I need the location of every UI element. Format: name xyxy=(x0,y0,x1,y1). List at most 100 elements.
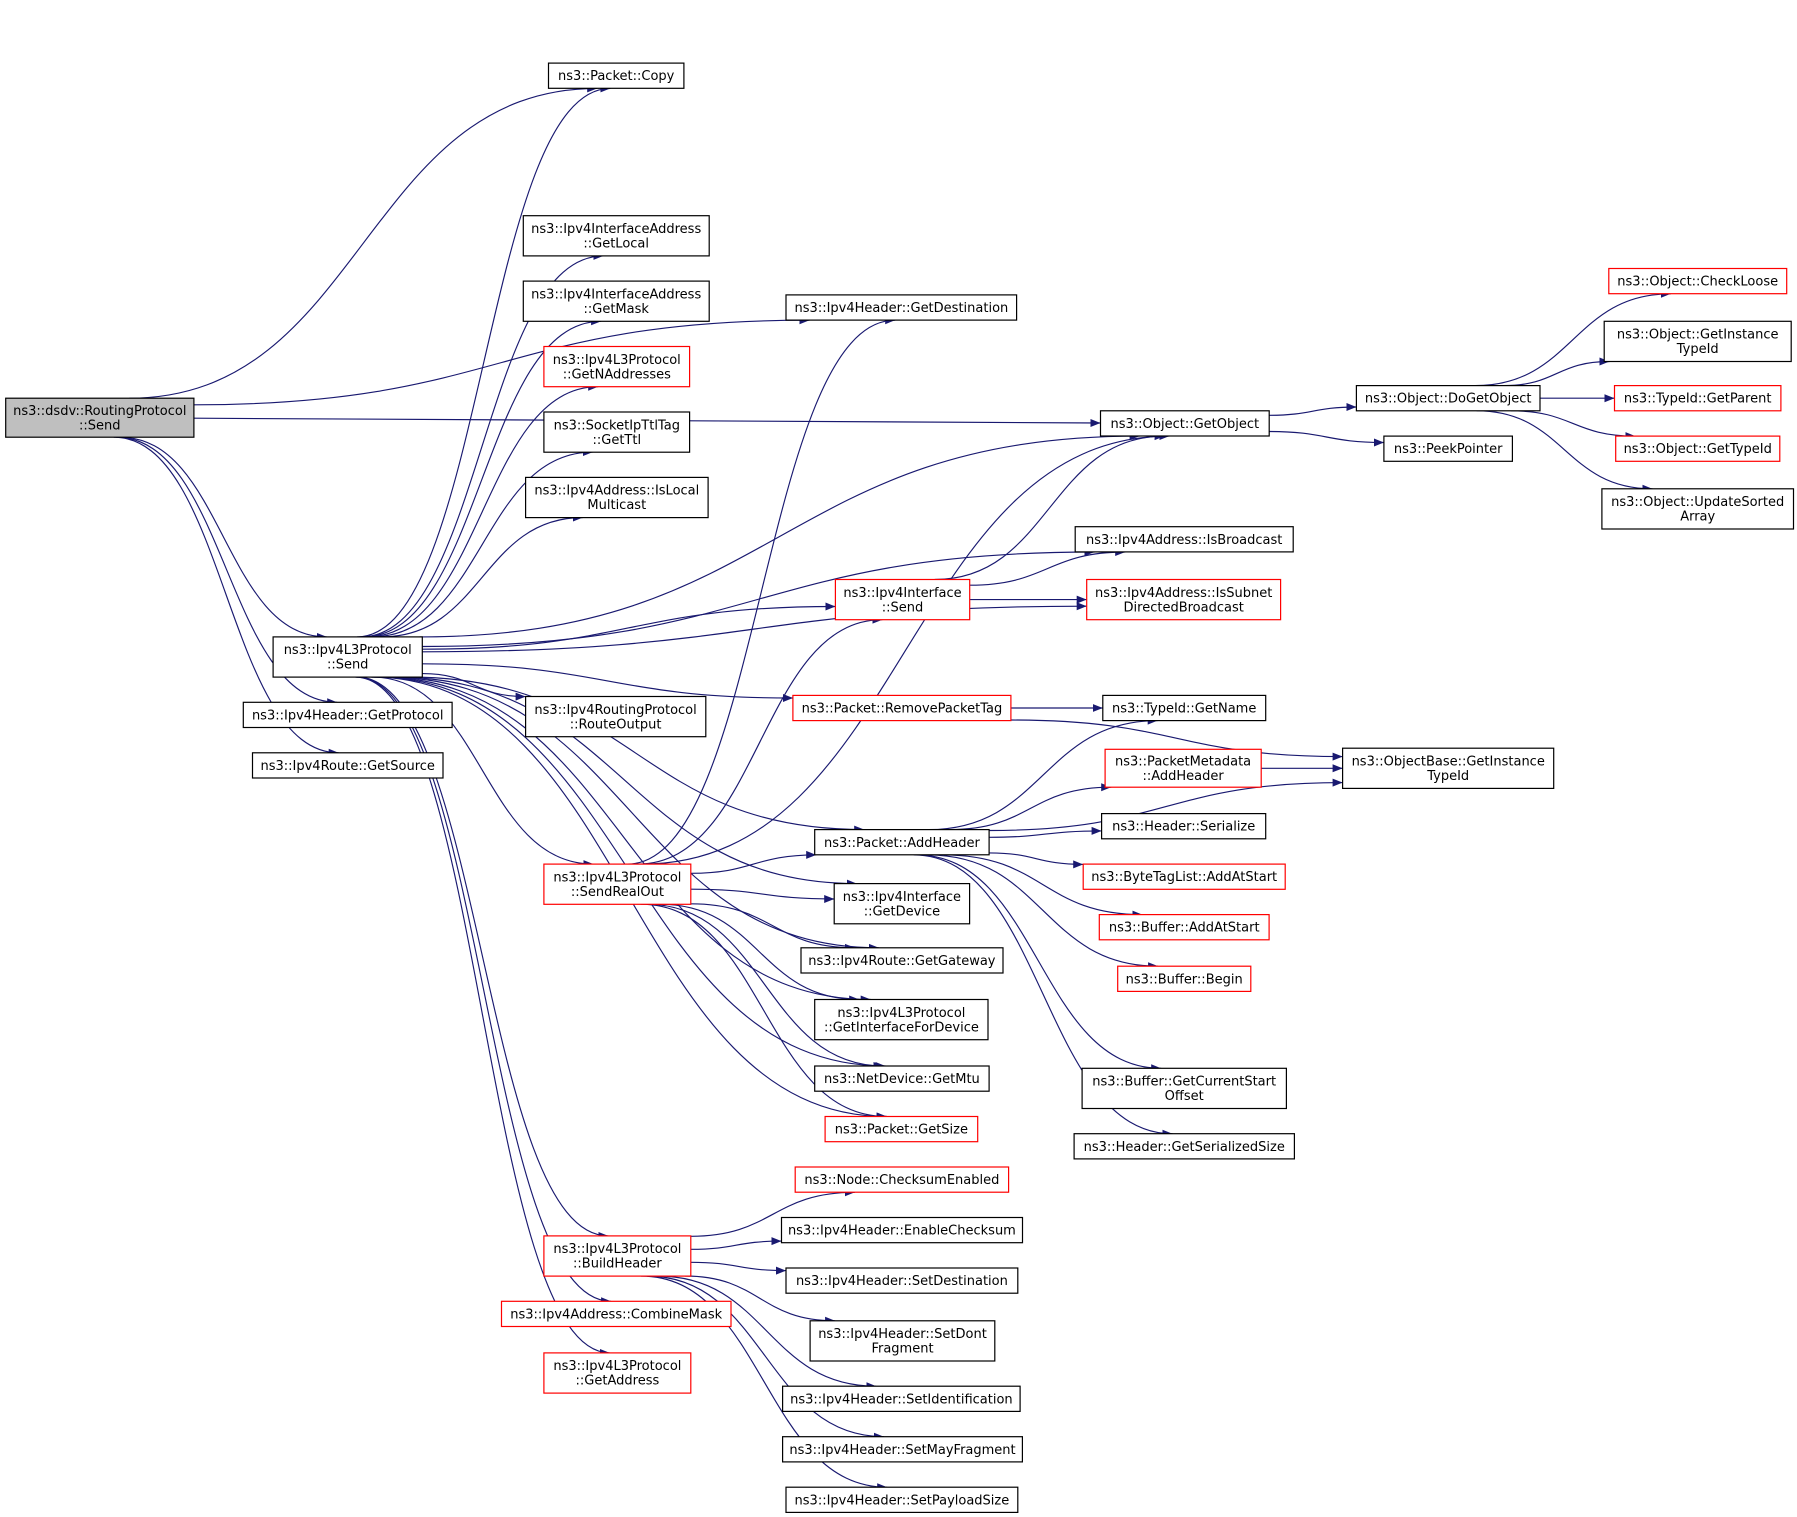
node-issubnet[interactable]: ns3::Ipv4Address::IsSubnetDirectedBroadc… xyxy=(1086,578,1282,621)
node-btladdstart[interactable]: ns3::ByteTagList::AddAtStart xyxy=(1082,863,1286,890)
edge-sendrealout-to-getgateway xyxy=(690,903,855,952)
node-label: ::GetAddress xyxy=(576,1374,660,1389)
node-gettypeid[interactable]: ns3::Object::GetTypeId xyxy=(1615,435,1781,462)
node-getsize[interactable]: ns3::Packet::GetSize xyxy=(824,1115,979,1143)
node-getttl[interactable]: ns3::SocketIpTtlTag::GetTtl xyxy=(543,411,691,453)
edge-getobject-to-dogetobject xyxy=(1269,403,1357,416)
edge-buildheader-to-checksumen xyxy=(690,1188,855,1237)
node-pmaddheader[interactable]: ns3::PacketMetadata::AddHeader xyxy=(1104,748,1262,788)
node-label: Fragment xyxy=(871,1342,933,1357)
node-addheader[interactable]: ns3::Packet::AddHeader xyxy=(814,828,990,856)
node-label: ns3::Ipv4Interface xyxy=(843,586,961,601)
node-ifsend[interactable]: ns3::Ipv4Interface::Send xyxy=(834,578,971,621)
edge-l3send-to-ifsend xyxy=(422,602,836,650)
node-routeout[interactable]: ns3::Ipv4RoutingProtocol::RouteOutput xyxy=(524,695,707,738)
node-label: ns3::Packet::RemovePacketTag xyxy=(802,702,1003,717)
node-getnaddr[interactable]: ns3::Ipv4L3Protocol::GetNAddresses xyxy=(543,345,691,388)
node-l3send[interactable]: ns3::Ipv4L3Protocol::Send xyxy=(272,636,423,678)
node-removetag[interactable]: ns3::Packet::RemovePacketTag xyxy=(792,694,1012,722)
node-label: ns3::TypeId::GetParent xyxy=(1624,392,1772,407)
node-label: ns3::Ipv4Interface xyxy=(843,890,961,905)
node-buildheader[interactable]: ns3::Ipv4L3Protocol::BuildHeader xyxy=(543,1235,692,1277)
node-bufaddstart[interactable]: ns3::Buffer::AddAtStart xyxy=(1098,913,1270,941)
node-label: ns3::Ipv4Header::SetPayloadSize xyxy=(795,1493,1010,1508)
node-getobject[interactable]: ns3::Object::GetObject xyxy=(1099,410,1270,437)
node-box xyxy=(1613,385,1782,412)
node-getiffordev[interactable]: ns3::Ipv4L3Protocol::GetInterfaceForDevi… xyxy=(814,998,989,1041)
node-box xyxy=(785,294,1018,321)
node-label: ns3::Header::Serialize xyxy=(1112,820,1255,835)
node-label: TypeId xyxy=(1676,342,1719,357)
node-getparent[interactable]: ns3::TypeId::GetParent xyxy=(1613,385,1782,412)
node-label: ::Send xyxy=(79,418,121,433)
node-box xyxy=(809,1320,996,1362)
node-setmayfrag[interactable]: ns3::Ipv4Header::SetMayFragment xyxy=(781,1436,1023,1463)
node-box xyxy=(1615,435,1781,462)
node-label: Array xyxy=(1680,510,1715,525)
edge-l3send-to-addheader xyxy=(407,676,865,834)
node-getmask[interactable]: ns3::Ipv4InterfaceAddress::GetMask xyxy=(522,280,710,322)
node-isbroadcast[interactable]: ns3::Ipv4Address::IsBroadcast xyxy=(1074,526,1294,553)
node-getproto[interactable]: ns3::Ipv4Header::GetProtocol xyxy=(242,701,453,729)
edge-addheader-to-getsersize xyxy=(913,854,1173,1138)
node-getsersize[interactable]: ns3::Header::GetSerializedSize xyxy=(1073,1133,1295,1160)
node-label: ns3::TypeId::GetName xyxy=(1112,702,1256,717)
node-ifgetdevice[interactable]: ns3::Ipv4Interface::GetDevice xyxy=(833,882,971,925)
node-box xyxy=(242,701,453,729)
node-setident[interactable]: ns3::Ipv4Header::SetIdentification xyxy=(781,1385,1021,1412)
node-box xyxy=(1073,1133,1295,1160)
node-peekpointer[interactable]: ns3::PeekPointer xyxy=(1383,435,1514,462)
node-getname[interactable]: ns3::TypeId::GetName xyxy=(1102,694,1267,722)
node-label: ns3::NetDevice::GetMtu xyxy=(824,1072,980,1087)
node-checkloose[interactable]: ns3::Object::CheckLoose xyxy=(1608,267,1788,295)
node-copy[interactable]: ns3::Packet::Copy xyxy=(547,62,685,89)
node-combinemask[interactable]: ns3::Ipv4Address::CombineMask xyxy=(500,1300,732,1328)
node-box xyxy=(785,1267,1019,1294)
node-label: ns3::Ipv4RoutingProtocol xyxy=(534,703,696,718)
node-label: ns3::Object::DoGetObject xyxy=(1365,392,1532,407)
node-label: ::GetInterfaceForDevice xyxy=(824,1020,979,1035)
edge-l3send-to-islocalmc xyxy=(381,513,583,638)
node-setpayload[interactable]: ns3::Ipv4Header::SetPayloadSize xyxy=(785,1486,1019,1513)
edge-dogetobject-to-checkloose xyxy=(1475,289,1671,387)
node-label: ns3::Ipv4Header::GetProtocol xyxy=(252,708,444,723)
node-box xyxy=(1104,748,1262,788)
node-getaddress[interactable]: ns3::Ipv4L3Protocol::GetAddress xyxy=(543,1352,692,1394)
node-box xyxy=(543,1235,692,1277)
node-root[interactable]: ns3::dsdv::RoutingProtocol::Send xyxy=(5,397,195,438)
node-label: ns3::SocketIpTtlTag xyxy=(554,418,680,433)
node-label: ::RouteOutput xyxy=(570,717,662,732)
node-label: ::BuildHeader xyxy=(573,1257,662,1272)
node-box xyxy=(1081,1067,1287,1110)
edge-getobject-to-peekpointer xyxy=(1269,430,1384,447)
edge-ifsend-to-isbroadcast xyxy=(969,548,1126,586)
node-getdest[interactable]: ns3::Ipv4Header::GetDestination xyxy=(785,294,1018,321)
node-enablecs[interactable]: ns3::Ipv4Header::EnableChecksum xyxy=(780,1216,1024,1244)
edge-dogetobject-to-gettypeid xyxy=(1510,410,1636,441)
node-label: ns3::Packet::GetSize xyxy=(835,1123,968,1138)
node-setdest[interactable]: ns3::Ipv4Header::SetDestination xyxy=(785,1267,1019,1294)
node-label: ::Send xyxy=(882,600,924,615)
edge-sendrealout-to-getiffordev xyxy=(659,903,860,1004)
node-box xyxy=(1082,863,1286,890)
node-label: ns3::Object::GetObject xyxy=(1110,417,1259,432)
node-box xyxy=(1102,694,1267,722)
node-getlocal[interactable]: ns3::Ipv4InterfaceAddress::GetLocal xyxy=(522,215,710,257)
node-getgateway[interactable]: ns3::Ipv4Route::GetGateway xyxy=(800,947,1004,974)
node-checksumen[interactable]: ns3::Node::ChecksumEnabled xyxy=(794,1166,1010,1193)
node-sendrealout[interactable]: ns3::Ipv4L3Protocol::SendRealOut xyxy=(543,863,692,905)
nodes-layer: ns3::dsdv::RoutingProtocol::Sendns3::Pac… xyxy=(5,62,1795,1513)
node-getmtu[interactable]: ns3::NetDevice::GetMtu xyxy=(814,1065,990,1092)
node-dogetobject[interactable]: ns3::Object::DoGetObject xyxy=(1355,385,1541,412)
node-serialize[interactable]: ns3::Header::Serialize xyxy=(1100,812,1267,840)
node-getsource[interactable]: ns3::Ipv4Route::GetSource xyxy=(251,752,444,779)
edge-l3send-to-getlocal xyxy=(360,251,604,638)
node-bufbegin[interactable]: ns3::Buffer::Begin xyxy=(1117,965,1252,993)
edge-l3send-to-getttl xyxy=(371,448,593,638)
